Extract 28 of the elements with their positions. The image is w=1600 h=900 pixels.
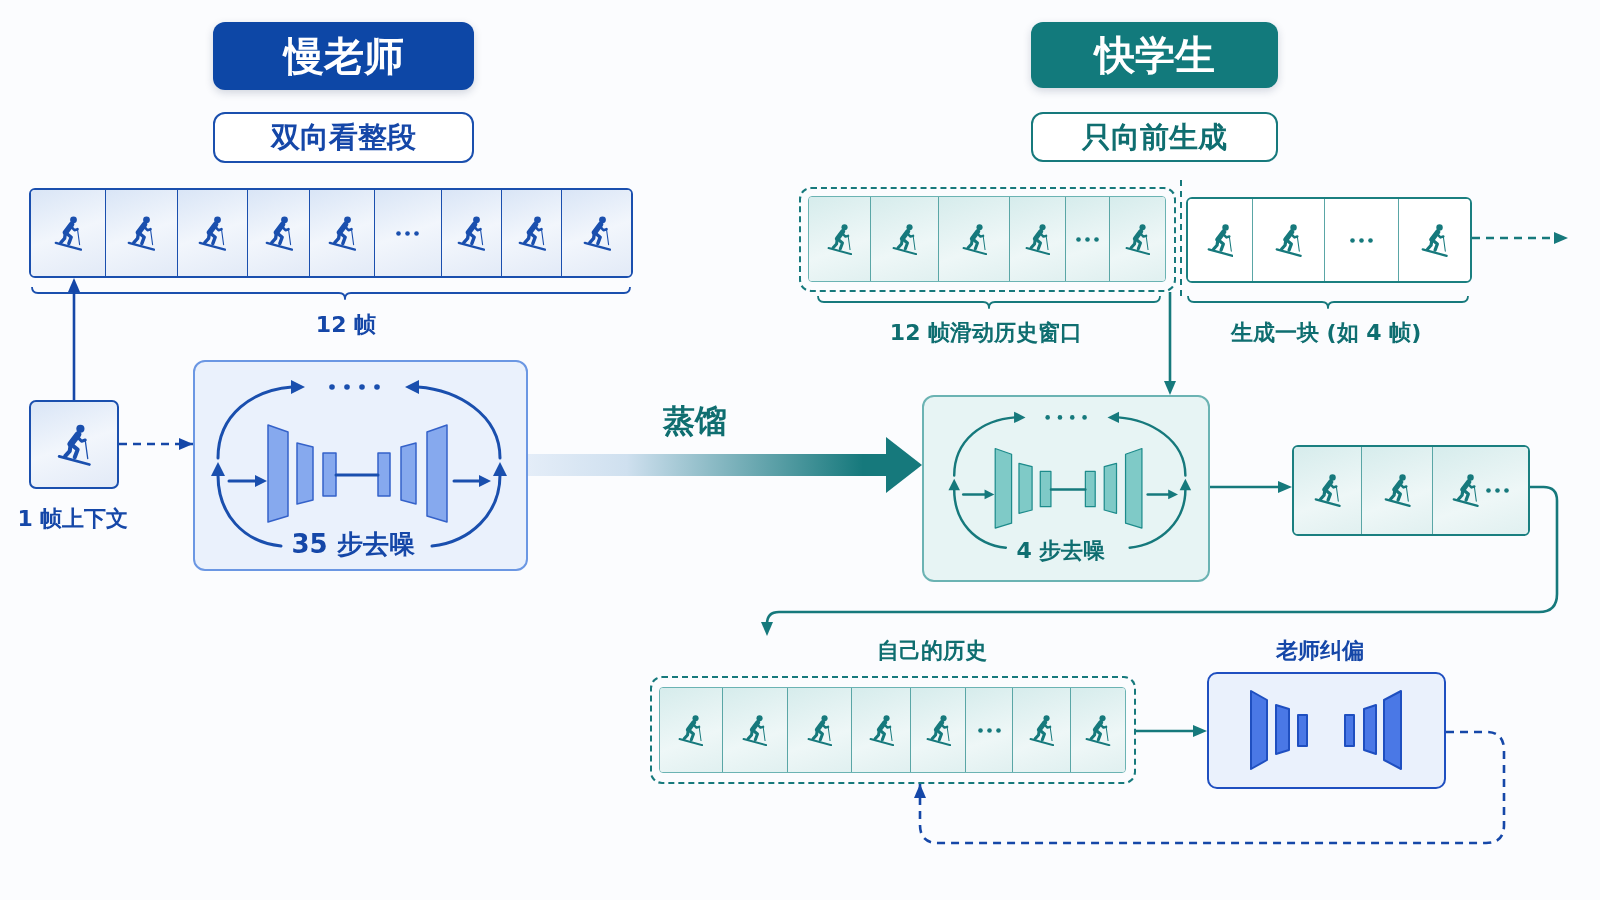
caption-text: 12 帧滑动历史窗口: [889, 319, 1083, 347]
heading-text: 老师纠偏: [1276, 637, 1364, 665]
arrow: [68, 278, 80, 400]
caption-text: 1 帧上下文: [17, 505, 129, 533]
heading-text: 自己的历史: [877, 637, 987, 665]
panel-label: 35 步去噪: [291, 529, 415, 561]
dashed-arrow: [119, 438, 193, 450]
thick-arrow: [528, 437, 922, 493]
arrow: [1164, 292, 1176, 395]
arrow: [1136, 725, 1207, 737]
arrow: [1210, 481, 1292, 493]
film-strip: [29, 188, 633, 278]
caption-text: 生成一块 (如 4 帧): [1230, 319, 1422, 347]
dashed-arrow: [914, 730, 1506, 845]
subtitle-box: 双向看整段: [213, 112, 474, 163]
title-banner: 快学生: [1031, 22, 1278, 88]
model-panel: [922, 395, 1210, 582]
title-banner: 慢老师: [213, 22, 474, 90]
subtitle-box: 只向前生成: [1031, 112, 1278, 162]
model-panel: [193, 360, 528, 571]
dashed-frame: [799, 187, 1176, 292]
film-strip: [1292, 445, 1530, 536]
dashed-arrow: [1472, 232, 1568, 244]
panel-label: 4 步去噪: [1016, 537, 1106, 565]
video-frame: [29, 400, 119, 489]
caption-text: 12 帧: [315, 311, 377, 339]
arrow: [761, 485, 1559, 636]
film-strip: [1186, 197, 1472, 283]
